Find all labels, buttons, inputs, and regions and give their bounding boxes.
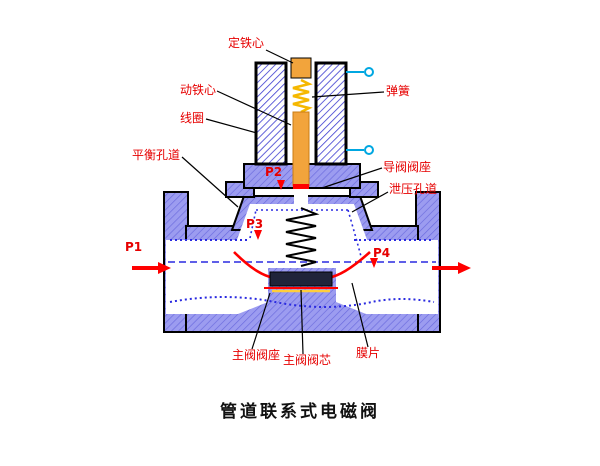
leader-coil [205, 118, 258, 134]
moving-core-plunger [292, 111, 310, 187]
label-main-valve-seat: 主阀阀座 [232, 348, 281, 362]
pilot-seal [293, 184, 309, 189]
label-diaphragm: 膜片 [356, 346, 381, 360]
terminal-top [346, 67, 374, 77]
label-pilot-valve-seat: 导阀阀座 [383, 160, 432, 174]
leader-moving-core [216, 90, 292, 126]
leader-lines [181, 49, 389, 355]
leader-main-seat [251, 292, 271, 350]
p4-pressure-arrow [370, 258, 378, 268]
leader-diaphragm [351, 282, 369, 348]
leader-main-core [300, 289, 304, 355]
label-balance-channel: 平衡孔道 [132, 148, 181, 162]
label-moving-core: 动铁心 [180, 83, 217, 97]
main-spring [285, 207, 320, 267]
label-p1: P1 [125, 240, 143, 254]
leader-relief-channel [351, 191, 389, 213]
leader-balance-channel [181, 156, 239, 208]
label-main-valve-core: 主阀阀芯 [283, 353, 332, 367]
leader-fixed-core [265, 49, 294, 64]
label-fixed-core: 定铁心 [228, 36, 265, 50]
outlet-arrow [432, 262, 471, 274]
diagram-title: 管道联系式电磁阀 [220, 402, 380, 422]
p3-pressure-arrow [254, 230, 262, 240]
label-relief-channel: 泄压孔道 [389, 182, 438, 196]
valve-internals [233, 207, 371, 293]
flow-lines [168, 209, 436, 308]
fixed-core [290, 57, 312, 79]
solenoid-assembly [254, 57, 374, 189]
main-valve-core-block [269, 271, 333, 287]
label-p3: P3 [246, 217, 264, 231]
label-p4: P4 [373, 246, 391, 260]
label-p2: P2 [265, 165, 283, 179]
inlet-arrow [132, 262, 171, 274]
pilot-spring [292, 78, 313, 114]
flow-arrows [132, 180, 471, 274]
leader-pilot-seat [321, 167, 383, 189]
flow-line-lower [169, 296, 435, 308]
coil-left [254, 61, 288, 166]
pilot-port [294, 186, 308, 206]
label-spring: 弹簧 [386, 84, 411, 98]
coil-right [314, 61, 348, 166]
p2-pressure-arrow [277, 180, 285, 190]
terminal-bottom [346, 145, 374, 155]
label-coil: 线圈 [180, 111, 205, 125]
leader-spring [311, 91, 385, 98]
